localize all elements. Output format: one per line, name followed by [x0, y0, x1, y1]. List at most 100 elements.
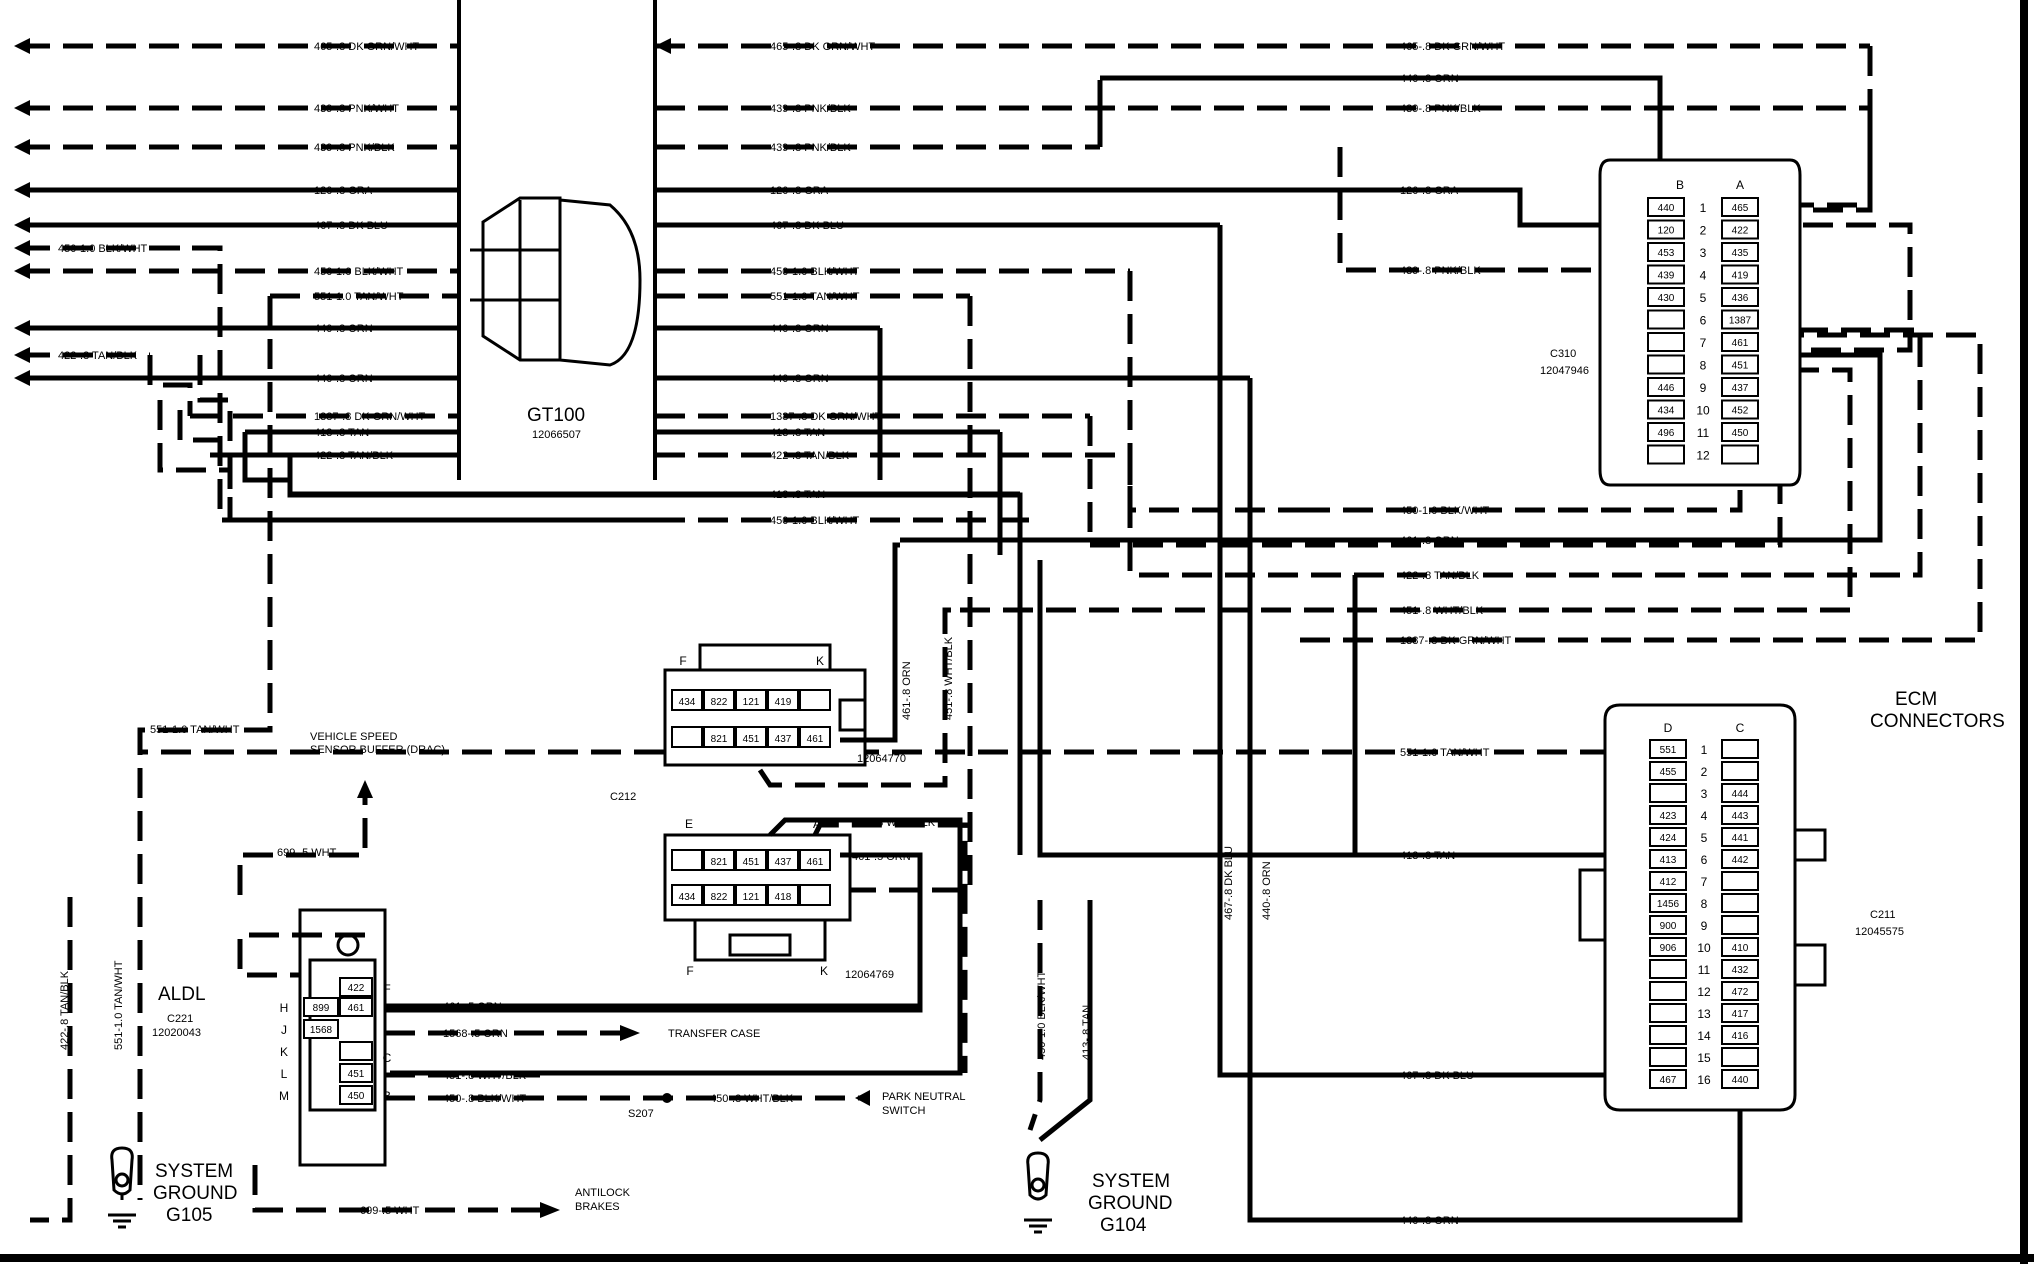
wire-label: 467-.8 DK BLU	[770, 220, 844, 232]
c212-top-part: 12064770	[857, 753, 906, 765]
aldl-pin	[339, 1085, 373, 1105]
c212-pin-label: 121	[743, 697, 760, 708]
wire-label: 422-.8 TAN/BLK	[59, 970, 71, 1050]
aldl-letter: C	[383, 1051, 392, 1065]
c212-pin	[799, 884, 831, 906]
c310-row-number: 10	[1696, 404, 1710, 418]
c310-name: C310	[1550, 348, 1576, 360]
c211-c-pin	[1721, 761, 1759, 781]
c211-c-pin	[1721, 849, 1759, 869]
c310-b-pin	[1647, 444, 1685, 465]
c211-c-pin-label: 417	[1732, 1009, 1749, 1020]
wire-label: 413-.8 TAN	[770, 427, 825, 439]
wire-label: 440-.8 ORN	[1261, 861, 1273, 920]
c310-b-pin	[1647, 219, 1685, 240]
wire-label: 1387-.8 DK GRN/WHT	[1400, 635, 1512, 647]
c212-pin-label: 418	[775, 892, 792, 903]
c211-row-number: 3	[1701, 787, 1708, 801]
c211-d-pin	[1649, 1069, 1687, 1089]
c310-b-pin-label: 120	[1658, 226, 1675, 237]
c212-pin	[671, 849, 703, 871]
c211-row-number: 14	[1697, 1029, 1711, 1043]
c310-a-pin	[1721, 354, 1759, 375]
gt100-part: 12066507	[532, 429, 581, 441]
c212-pin	[799, 726, 831, 748]
wire-label: 467-.8 DK BLU	[1223, 846, 1235, 920]
c212-letter: A	[813, 817, 821, 831]
wire-label: 439-.8 PNK/BLK	[770, 142, 851, 154]
wire-label: 450-1.0 BLK/WHT	[58, 243, 148, 255]
c212-pin-label: 822	[711, 697, 728, 708]
c310-b-pin	[1647, 399, 1685, 420]
wire-label: 120-.8 GRA	[314, 185, 373, 197]
c212-pin	[671, 884, 703, 906]
c211-d-pin	[1649, 739, 1687, 759]
wire-label: 422-.8 TAN/BLK	[1400, 570, 1480, 582]
wire-label: 461-.5 ORN	[443, 1001, 502, 1013]
c212-pin	[703, 849, 735, 871]
aldl-pin	[339, 997, 373, 1017]
wire-label: 451-.8 WHT/BLK	[1400, 605, 1484, 617]
c212-pin-label: 434	[679, 892, 696, 903]
aldl-pin	[303, 1019, 339, 1039]
aldl-pin-label: 422	[348, 983, 365, 994]
c211-c-pin	[1721, 1069, 1759, 1089]
wire-label: 413-.8 TAN	[314, 427, 369, 439]
c310-a-pin	[1721, 422, 1759, 442]
c310-b-pin	[1647, 422, 1685, 442]
c310-row-number: 9	[1700, 381, 1707, 395]
c211-d-pin	[1649, 981, 1687, 1001]
wire-label: 467-.8 DK BLU	[314, 220, 388, 232]
aldl-wire-labels: 699-.5 WHT 461-.5 ORN 1568-.5 ORN 451-.8…	[150, 724, 936, 1217]
c212-pin-label: 419	[775, 697, 792, 708]
vss-label-1: VEHICLE SPEED	[310, 731, 397, 743]
c211-d-pin-label: 906	[1660, 943, 1677, 954]
c211-d-pin	[1649, 849, 1687, 869]
antilock-label-1: ANTILOCK	[575, 1187, 631, 1199]
wire-label: 699-.5 WHT	[277, 847, 337, 859]
c211-d-pin-label: 1456	[1657, 899, 1680, 910]
middle-wire-labels: 465-.8 DK GRN/WHT 439-.8 PNK/BLK 439-.8 …	[770, 41, 882, 527]
aldl-pin	[339, 1063, 373, 1083]
c211-d-pin-label: 455	[1660, 767, 1677, 778]
c310-col-b: B	[1676, 178, 1684, 192]
park-neutral-label-2: SWITCH	[882, 1105, 925, 1117]
right-wire-labels: 465-.8 DK GRN/WHT 440-.8 ORN 439-.8 PNK/…	[1400, 41, 1512, 1227]
left-wire-labels: 465-.8 DK GRN/WHT 439-.8 PNK/WHT 439-.8 …	[58, 41, 426, 462]
c211-c-pin-label: 472	[1732, 987, 1749, 998]
c211-row-number: 9	[1701, 919, 1708, 933]
c310-b-pin	[1647, 354, 1685, 375]
c211-c-pin	[1721, 871, 1759, 891]
c310-b-pin-label: 430	[1658, 293, 1675, 304]
c211-c-pin	[1721, 915, 1759, 935]
c211-d-pin	[1649, 915, 1687, 935]
c211-row-number: 1	[1701, 743, 1708, 757]
wire-label: 439-.8 PNK/BLK	[314, 142, 395, 154]
g104-label-1: SYSTEM	[1092, 1171, 1170, 1192]
wire-label: 413-.8 TAN	[1400, 850, 1455, 862]
wire-label: 699-.5 WHT	[360, 1205, 420, 1217]
c212-letter: K	[816, 654, 824, 668]
g104-label-3: G104	[1100, 1215, 1147, 1236]
c310-a-pin	[1721, 264, 1759, 285]
c310-b-pin	[1647, 242, 1685, 262]
c310-b-pin	[1647, 309, 1685, 330]
c310-a-pin-label: 436	[1732, 293, 1749, 304]
park-neutral-label-1: PARK NEUTRAL	[882, 1091, 966, 1103]
c310-a-pin-label: 422	[1732, 226, 1749, 237]
c212-pin	[671, 689, 703, 711]
c310-a-pin	[1721, 242, 1759, 262]
aldl-letter: K	[280, 1045, 288, 1059]
c310-a-pin-label: 437	[1732, 383, 1749, 394]
wire-label: 465-.8 DK GRN/WHT	[1400, 41, 1505, 53]
wire-label: 465-.8 DK GRN/WHT	[314, 41, 419, 53]
c211-c-pin-label: 443	[1732, 811, 1749, 822]
wire-label: 413-.8 TAN	[770, 489, 825, 501]
wire-label: 1387-.8 DK GRN/WHT	[770, 411, 882, 423]
c211-d-pin-label: 900	[1660, 921, 1677, 932]
c212-letter: K	[820, 964, 828, 978]
